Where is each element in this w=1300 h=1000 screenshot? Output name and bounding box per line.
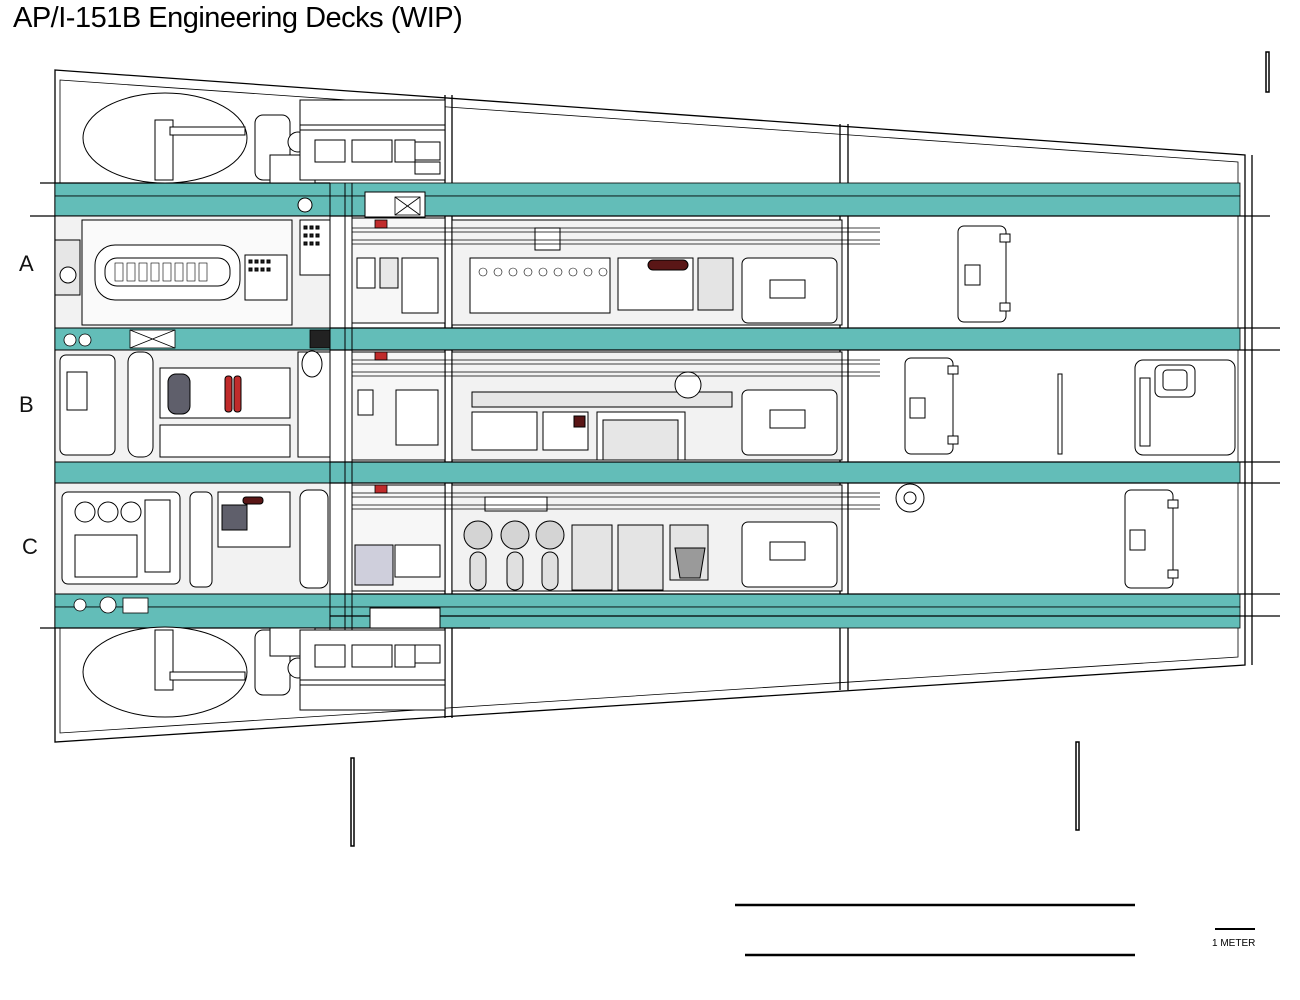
diagram-title: AP/I-151B Engineering Decks (WIP) <box>13 2 463 34</box>
deck-c-mesh-panel <box>354 544 394 586</box>
deck-c-door <box>1124 489 1174 589</box>
deck-b-grid-panel <box>395 389 439 446</box>
walkway-lines <box>30 182 1280 629</box>
walkway-band <box>54 327 1241 351</box>
deck-a-grid-panel <box>401 257 439 314</box>
walkway-fixtures <box>63 196 421 614</box>
walkway-band <box>54 461 1241 484</box>
deck-label-c: C <box>22 534 38 559</box>
deck-label-a: A <box>19 251 34 276</box>
walkway-band <box>54 606 1241 629</box>
walkway-band <box>54 593 1241 608</box>
deck-a-main-console <box>469 257 611 314</box>
walkway-band <box>54 182 1241 197</box>
deck-b-door-1 <box>904 357 954 455</box>
deck-a <box>54 215 1011 329</box>
deck-a-door <box>957 225 1007 323</box>
deck-c-turbine <box>463 520 493 550</box>
vertical-ruler <box>1075 741 1080 831</box>
bottom-tank-area <box>82 607 446 718</box>
deck-b <box>54 349 1236 463</box>
reference-marks <box>350 51 1270 847</box>
hatch-marker <box>1265 51 1270 93</box>
scale-ruler <box>735 903 1255 957</box>
pipe-runs <box>352 227 880 510</box>
scale-caption: 1 METER <box>1212 938 1256 949</box>
walkways <box>54 182 1241 629</box>
deck-c-turbine <box>535 520 565 550</box>
deck-c-turbine <box>500 520 530 550</box>
vertical-ruler <box>350 757 355 847</box>
deck-label-b: B <box>19 392 34 417</box>
walkway-band <box>54 195 1241 217</box>
deck-c <box>54 482 1179 595</box>
